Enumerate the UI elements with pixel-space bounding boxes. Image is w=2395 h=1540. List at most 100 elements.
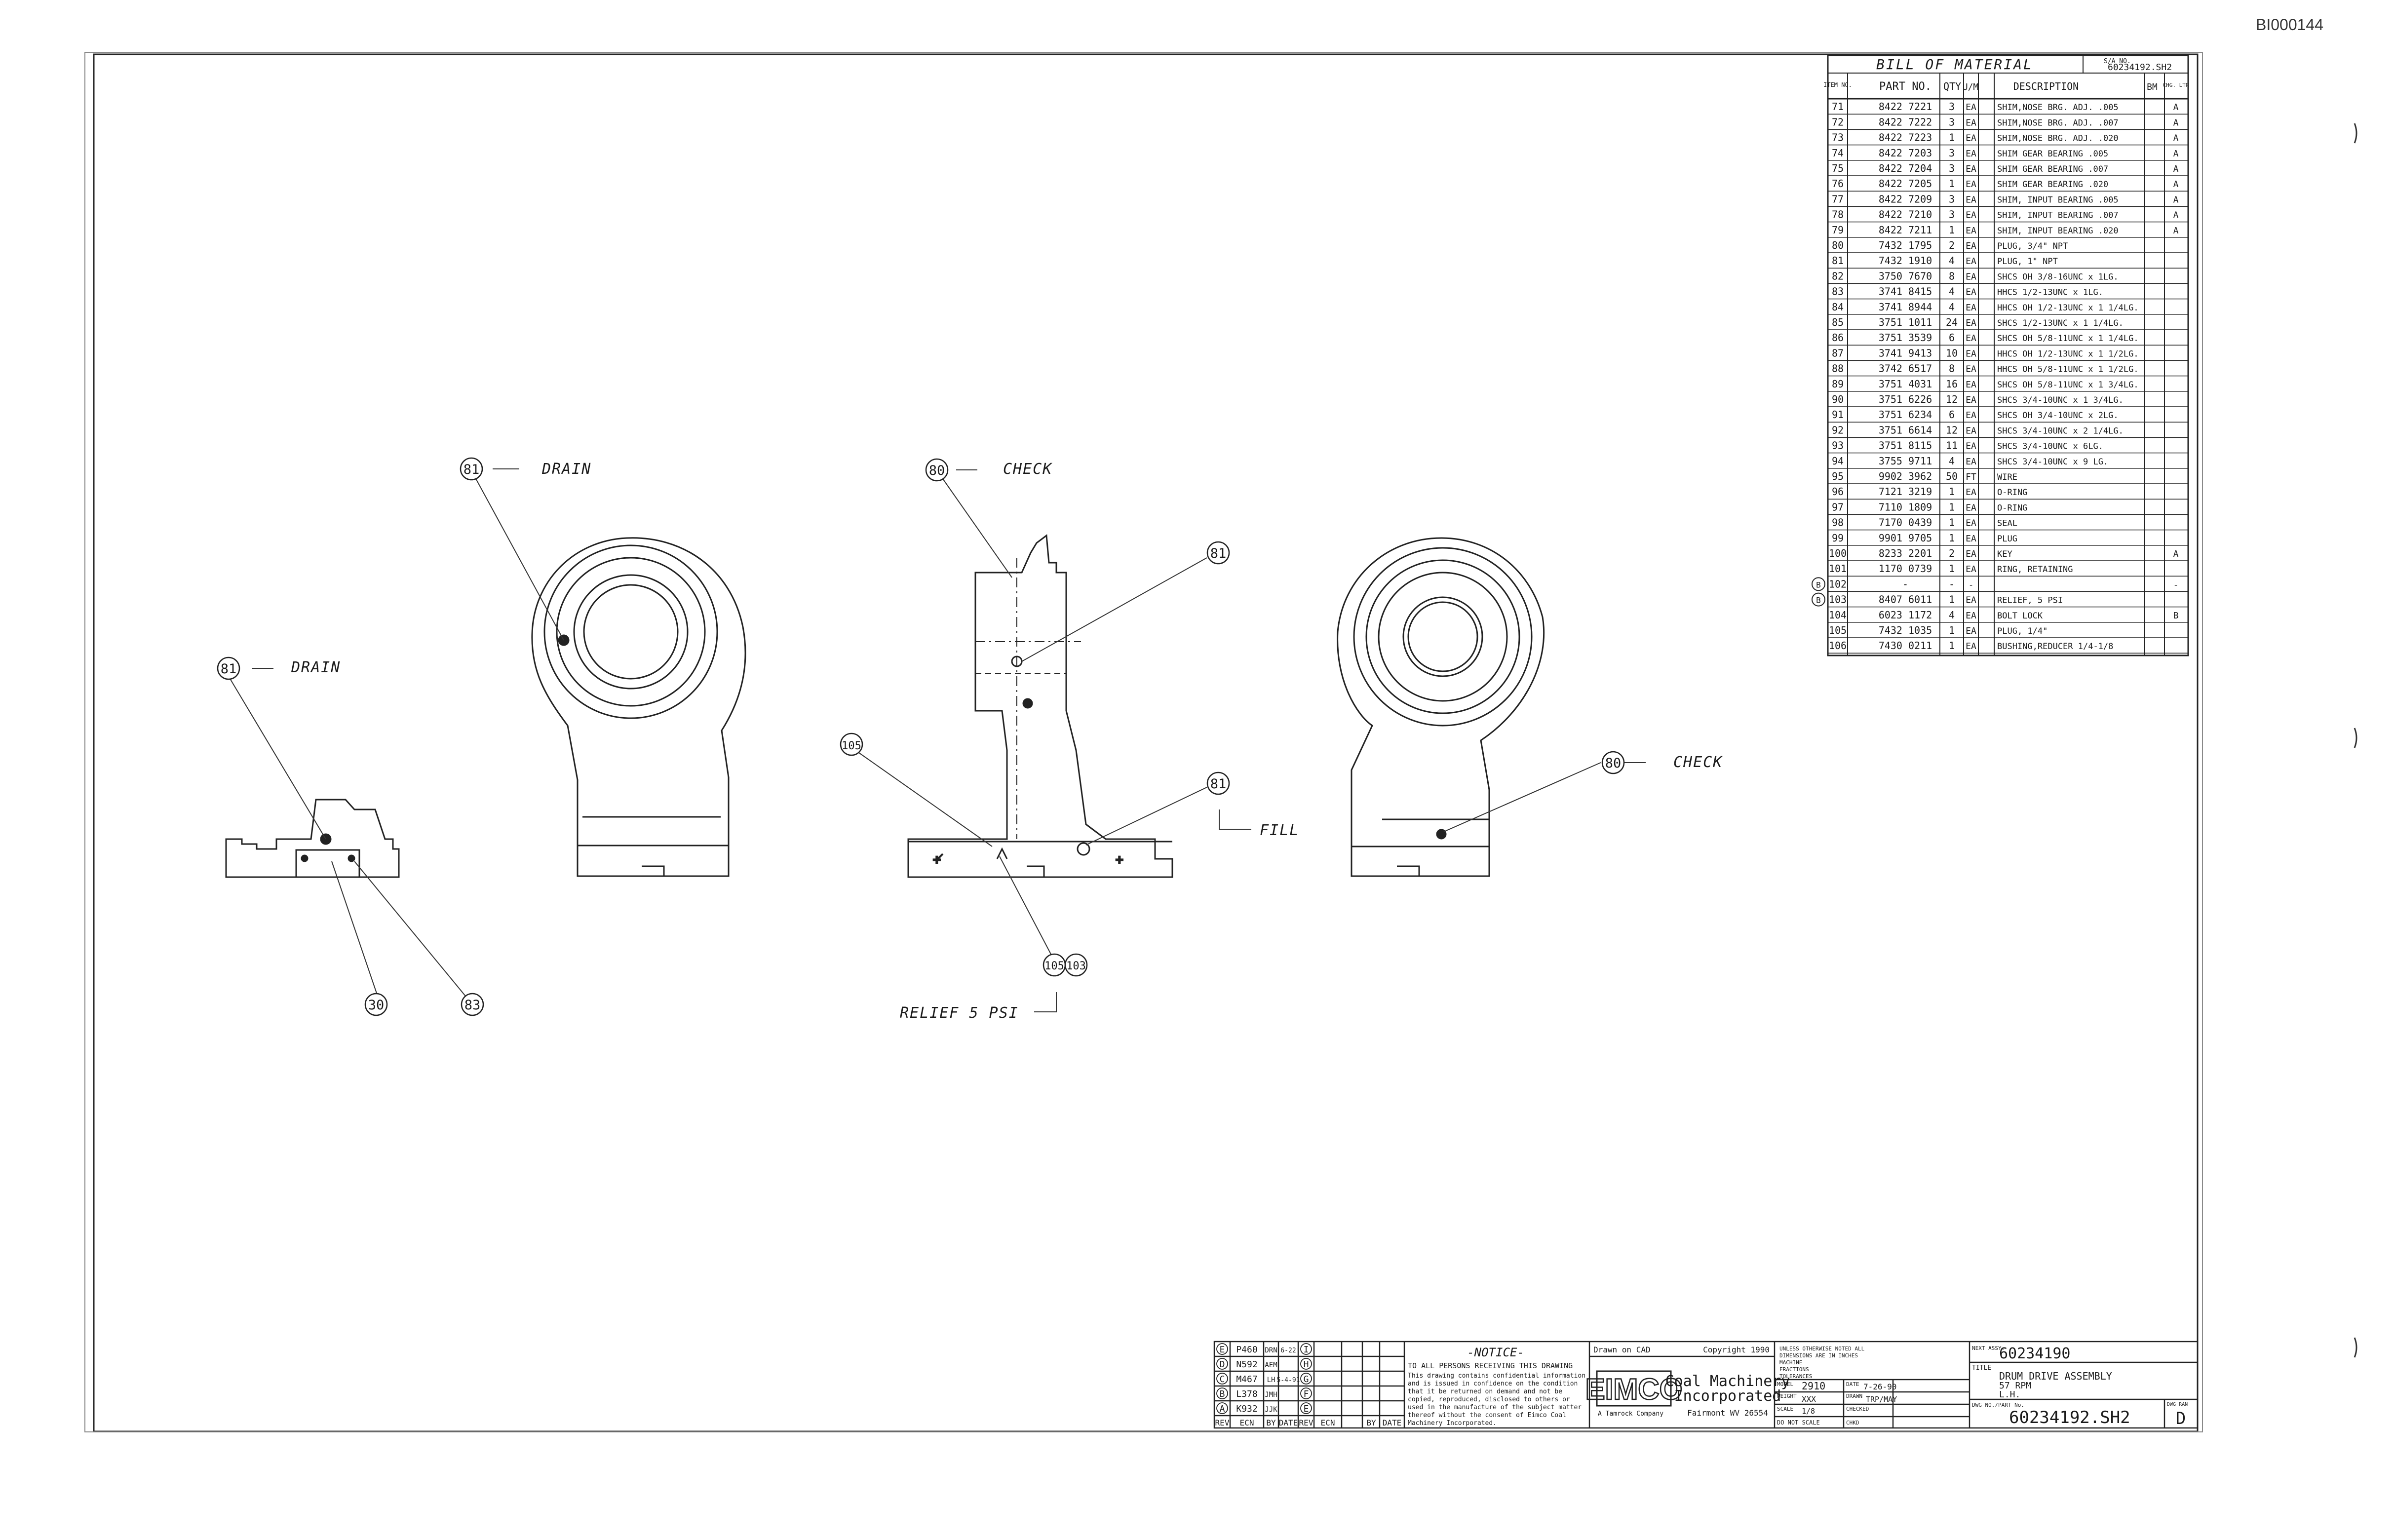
bom-cell-um: EA (1966, 641, 1976, 652)
bom-cell-item: 83 (1832, 286, 1844, 298)
bom-cell-item: 85 (1832, 316, 1844, 328)
rev-cell-ltr2: F (1304, 1389, 1309, 1399)
bom-cell-qty: 11 (1946, 440, 1958, 452)
bom-cell-um: EA (1966, 133, 1976, 144)
bom-cell-um: EA (1966, 380, 1976, 390)
company-name-1: Coal Machinery (1665, 1373, 1790, 1390)
bom-cell-chg: A (2173, 117, 2179, 128)
bom-cell-desc: RING, RETAINING (1997, 565, 2073, 575)
bom-cell-item: 78 (1832, 209, 1844, 221)
bom-cell-part: 3751 1011 (1879, 316, 1932, 328)
notice-block: -NOTICE- TO ALL PERSONS RECEIVING THIS D… (1408, 1346, 1585, 1427)
balloon-80-check-right: 80 (1605, 756, 1622, 771)
bom-cell-item: 88 (1832, 363, 1844, 375)
bom-cell-part: 8422 7209 (1879, 193, 1932, 205)
bom-cell-desc: HHCS 1/2-13UNC x 1LG. (1997, 288, 2103, 298)
bom-cell-chg: A (2173, 210, 2179, 221)
bom-cell-qty: 2 (1949, 547, 1955, 559)
balloon-81-upper: 81 (1210, 546, 1227, 561)
bom-cell-item: 93 (1832, 440, 1844, 452)
bom-cell-part: 3751 6234 (1879, 409, 1932, 421)
bom-cell-desc: SHCS OH 3/8-16UNC x 1LG. (1997, 272, 2119, 282)
bom-cell-chg: - (2173, 579, 2179, 590)
bom-cell-um: EA (1966, 303, 1976, 313)
bom-cell-qty: 3 (1949, 101, 1955, 113)
drawn-label: DRAWN (1846, 1393, 1862, 1399)
bom-cell-item: 91 (1832, 409, 1844, 421)
bom-cell-desc: RELIEF, 5 PSI (1997, 596, 2063, 606)
rev-cell-ltr2: I (1304, 1345, 1309, 1355)
bom-cell-qty: 3 (1949, 162, 1955, 174)
balloon-81-lower: 81 (1210, 776, 1227, 792)
date-label: DATE (1846, 1381, 1859, 1387)
notice-body-1: and is issued in confidence on the condi… (1408, 1380, 1578, 1387)
rev-letter-circle (1300, 1343, 1312, 1355)
bom-cell-item: 84 (1832, 301, 1844, 313)
dwg-number: 60234192.SH2 (2009, 1408, 2130, 1427)
bom-cell-part: 3741 8944 (1879, 301, 1932, 313)
bom-cell-qty: - (1949, 578, 1955, 590)
bom-cell-um: EA (1966, 348, 1976, 359)
bom-cell-part: 7110 1809 (1879, 501, 1932, 513)
bom-cell-part: 7170 0439 (1879, 517, 1932, 529)
svg-text:+: + (1116, 852, 1123, 867)
bom-cell-qty: 1 (1949, 624, 1955, 636)
bom-cell-item: 87 (1832, 347, 1844, 359)
next-assy-label: NEXT ASSY. (1972, 1345, 2005, 1351)
rev-cell-ltr2: E (1304, 1404, 1309, 1414)
bom-cell-part: 3751 6614 (1879, 424, 1932, 436)
bom-cell-part: 3741 8415 (1879, 286, 1932, 298)
rev-letter-circle (1216, 1402, 1228, 1414)
title-line-2: 57 RPM (1999, 1381, 2031, 1391)
rev-cell-by: JMH (1265, 1391, 1277, 1399)
bom-cell-item: 100 (1829, 547, 1847, 559)
notice-body-4: used in the manufacture of the subject m… (1408, 1404, 1582, 1411)
company-name-2: Incorporated (1674, 1387, 1781, 1405)
chkd-label: CHKD (1846, 1420, 1859, 1426)
drawn-value: TRP/MAY (1866, 1395, 1897, 1404)
bom-header-chg: CHG. LTR (2163, 82, 2189, 88)
bom-cell-qty: 4 (1949, 301, 1955, 313)
model-label: MODEL (1777, 1381, 1793, 1387)
bom-cell-um: EA (1966, 333, 1976, 344)
company-block: Drawn on CAD Copyright 1990 EIMCO Coal M… (1584, 1345, 1790, 1418)
balloon-83: 83 (464, 998, 481, 1013)
bom-cell-part: 8422 7223 (1879, 132, 1932, 144)
bom-cell-qty: 2 (1949, 239, 1955, 251)
bom-cell-um: EA (1966, 502, 1976, 513)
bom-cell-um: EA (1966, 595, 1976, 606)
rev-letter-circle (1216, 1387, 1228, 1399)
bom-cell-um: EA (1966, 410, 1976, 421)
bom-cell-item: 92 (1832, 424, 1844, 436)
next-assy-value: 60234190 (1999, 1345, 2071, 1362)
rev-header-6: ECN (1321, 1418, 1335, 1427)
bom-cell-desc: BOLT LOCK (1997, 611, 2043, 621)
rev-cell-ltr2: H (1304, 1359, 1309, 1370)
rev-cell-by: AEM (1265, 1361, 1277, 1369)
bom-header-qty: QTY (1943, 80, 1961, 92)
tol-line-3: FRACTIONS (1779, 1366, 1809, 1373)
rev-header-2: ECN (1240, 1418, 1254, 1427)
bom-cell-desc: HHCS OH 1/2-13UNC x 1 1/4LG. (1997, 303, 2139, 313)
tol-line-2: MACHINE (1779, 1359, 1802, 1366)
bom-cell-part: 8407 6011 (1879, 594, 1932, 606)
bom-cell-desc: SHIM GEAR BEARING .007 (1997, 164, 2108, 174)
bom-cell-item: 94 (1832, 455, 1844, 467)
bom-cell-qty: 4 (1949, 455, 1955, 467)
bom-cell-item: 74 (1832, 147, 1844, 159)
scale-label: SCALE (1777, 1406, 1793, 1412)
bom-header-um: U/M (1963, 82, 1979, 92)
rev-letter-circle (1216, 1343, 1228, 1355)
bom-header-bm: BM (2147, 82, 2158, 92)
bom-cell-um: EA (1966, 364, 1976, 375)
title-block (1213, 1341, 2199, 1429)
bom-cell-desc: SHIM GEAR BEARING .020 (1997, 180, 2108, 190)
bom-cell-um: - (1969, 579, 1974, 590)
do-not-scale: DO NOT SCALE (1777, 1419, 1820, 1426)
bom-cell-part: 3742 6517 (1879, 363, 1932, 375)
bom-cell-part: 9902 3962 (1879, 470, 1932, 482)
checked-label: CHECKED (1846, 1406, 1869, 1412)
rev-cell-ltr: D (1220, 1359, 1225, 1370)
bom-cell-part: 7432 1035 (1879, 624, 1932, 636)
